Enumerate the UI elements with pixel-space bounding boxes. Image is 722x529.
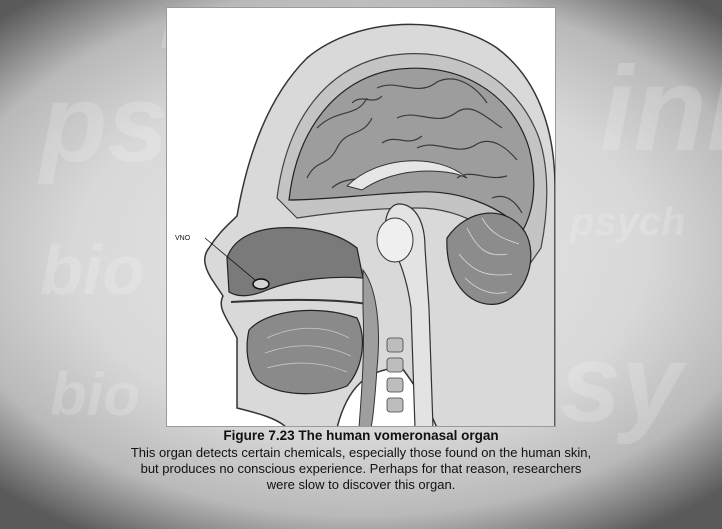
- watermark-bio: bio: [40, 230, 145, 310]
- caption-body: This organ detects certain chemicals, es…: [30, 445, 692, 493]
- anatomy-figure: VNO: [166, 7, 556, 427]
- watermark-ink: ink: [600, 40, 722, 178]
- vno-organ: [253, 279, 269, 289]
- vno-label: VNO: [175, 235, 191, 242]
- figure-caption: Figure 7.23 The human vomeronasal organ …: [30, 428, 692, 493]
- caption-line-1: This organ detects certain chemicals, es…: [30, 445, 692, 461]
- caption-line-3: were slow to discover this organ.: [30, 477, 692, 493]
- caption-line-2: but produces no conscious experience. Pe…: [30, 461, 692, 477]
- watermark-psych-2: psych: [570, 200, 686, 245]
- head-sagittal-illustration: VNO: [167, 8, 556, 427]
- caption-title: Figure 7.23 The human vomeronasal organ: [30, 428, 692, 444]
- watermark-bio-2: bio: [50, 360, 140, 429]
- tongue: [247, 310, 362, 393]
